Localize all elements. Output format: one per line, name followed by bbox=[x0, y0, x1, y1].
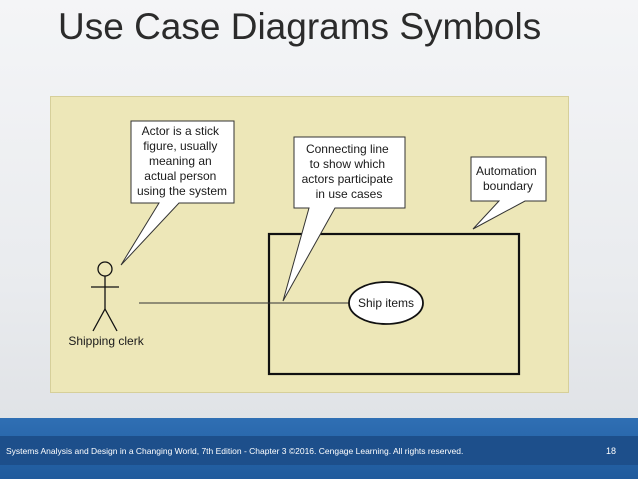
actor-stick-figure bbox=[91, 261, 119, 332]
callout-actor-line-5: using the system bbox=[137, 184, 227, 198]
use-case-ellipse bbox=[348, 281, 424, 325]
footer-band bbox=[0, 436, 638, 465]
callout-connecting-line-4: in use cases bbox=[316, 187, 383, 201]
callout-automation-line-2: boundary bbox=[483, 179, 533, 193]
actor-label: Shipping clerk bbox=[68, 334, 144, 348]
svg-text:Connecting line to sho: Connecting line to show which actors par… bbox=[302, 142, 397, 201]
system-boundary-rect bbox=[267, 232, 521, 376]
slide-title: Use Case Diagrams Symbols bbox=[58, 6, 542, 47]
diagram-canvas: Ship items Shipping clerk Actor is a sti… bbox=[68, 120, 547, 376]
callout-automation-line-1: Automation bbox=[476, 164, 537, 178]
page-number: 18 bbox=[605, 446, 616, 456]
svg-text:Actor is a stick figur: Actor is a stick figure, usually meaning… bbox=[137, 124, 227, 198]
callout-actor-line-3: meaning an bbox=[149, 154, 212, 168]
callout-actor-line-4: actual person bbox=[144, 169, 216, 183]
footer-copyright: Systems Analysis and Design in a Changin… bbox=[6, 446, 464, 456]
use-case-diagram: Ship items Shipping clerk Actor is a sti… bbox=[50, 96, 569, 393]
svg-text:Automation boundary: Automation boundary bbox=[476, 164, 540, 193]
callout-connecting-line-1: Connecting line bbox=[306, 142, 389, 156]
callout-automation-boundary: Automation boundary bbox=[470, 156, 547, 230]
callout-connecting-line-2: to show which bbox=[310, 157, 385, 171]
callout-actor-line-1: Actor is a stick bbox=[142, 124, 220, 138]
use-case-label: Ship items bbox=[358, 296, 414, 310]
callout-actor-line-2: figure, usually bbox=[143, 139, 217, 153]
callout-connecting-line: Connecting line to show which actors par… bbox=[282, 136, 406, 302]
callout-connecting-line-3: actors participate bbox=[302, 172, 394, 186]
callout-actor: Actor is a stick figure, usually meaning… bbox=[120, 120, 235, 266]
